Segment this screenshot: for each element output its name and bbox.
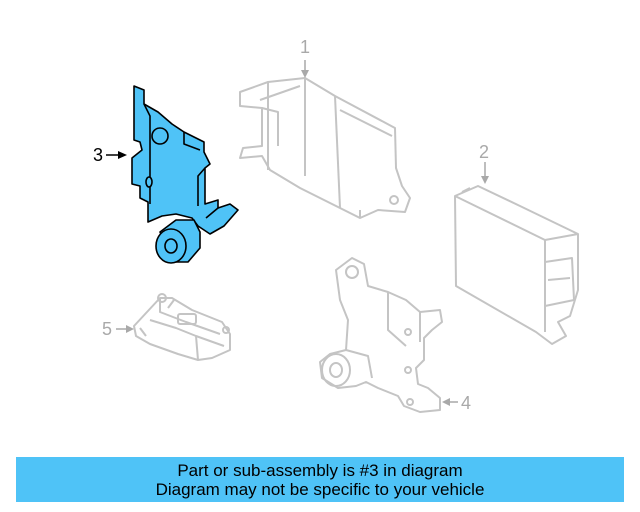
callout-3: 3 [93, 145, 104, 165]
part-4-arrow [442, 398, 450, 406]
part-2-ecu-box [454, 185, 579, 345]
banner-line-disclaimer: Diagram may not be specific to your vehi… [155, 479, 485, 499]
part-1-control-module [239, 77, 411, 219]
part-3-arrow [118, 151, 127, 159]
callout-2: 2 [479, 142, 490, 162]
callout-4: 4 [461, 393, 472, 413]
info-banner: Part or sub-assembly is #3 in diagram Di… [16, 457, 624, 502]
parts-diagram [106, 60, 579, 413]
part-2-arrow [481, 176, 489, 184]
banner-line-part-number: Part or sub-assembly is #3 in diagram [177, 460, 463, 480]
callout-5: 5 [102, 319, 113, 339]
part-5-sensor-bracket [133, 293, 231, 361]
part-3-bracket [131, 85, 239, 264]
callout-1: 1 [300, 37, 311, 57]
part-4-bracket [319, 257, 443, 413]
part-5-arrow [126, 325, 134, 333]
part-1-arrow [301, 70, 309, 78]
